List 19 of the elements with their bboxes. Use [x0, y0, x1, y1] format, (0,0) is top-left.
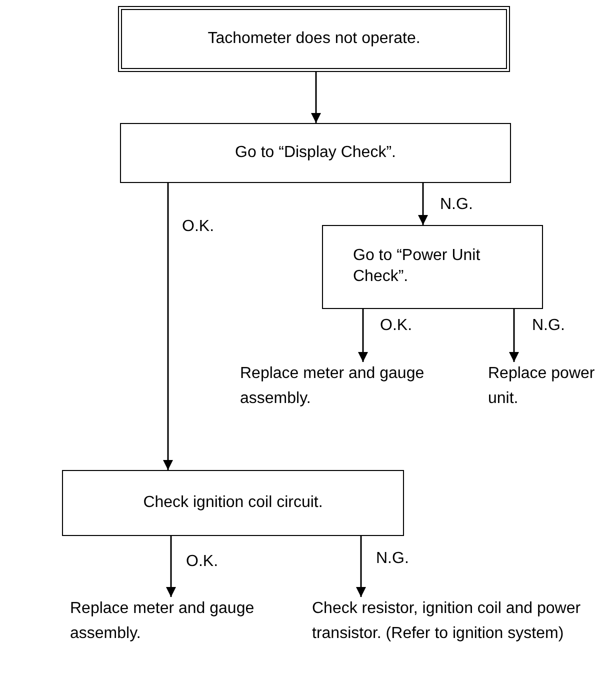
- result-text: Replace meter and gauge assembly.: [70, 599, 256, 644]
- result-text: Replace power unit.: [488, 364, 596, 409]
- box-text: Go to “Power Unit Check”.: [353, 246, 482, 287]
- arrow: [358, 309, 368, 362]
- arrow: [509, 309, 519, 362]
- arrow: [311, 72, 321, 123]
- process-box: [120, 123, 511, 183]
- start-box: [118, 6, 510, 72]
- arrow: [163, 183, 173, 470]
- process-box: [62, 470, 404, 536]
- box-text: Go to “Display Check”.: [235, 142, 396, 163]
- result-text: Check resistor, ignition coil and power transistor. (Refer to ignition system): [312, 599, 582, 644]
- arrow: [356, 536, 366, 597]
- result-text: Replace meter and gauge assembly.: [240, 364, 426, 409]
- arrow: [418, 183, 428, 225]
- box-text: Tachometer does not operate.: [208, 28, 420, 49]
- box-text: Check ignition coil circuit.: [143, 492, 323, 513]
- decision-box: [322, 225, 543, 309]
- arrow: [166, 536, 176, 597]
